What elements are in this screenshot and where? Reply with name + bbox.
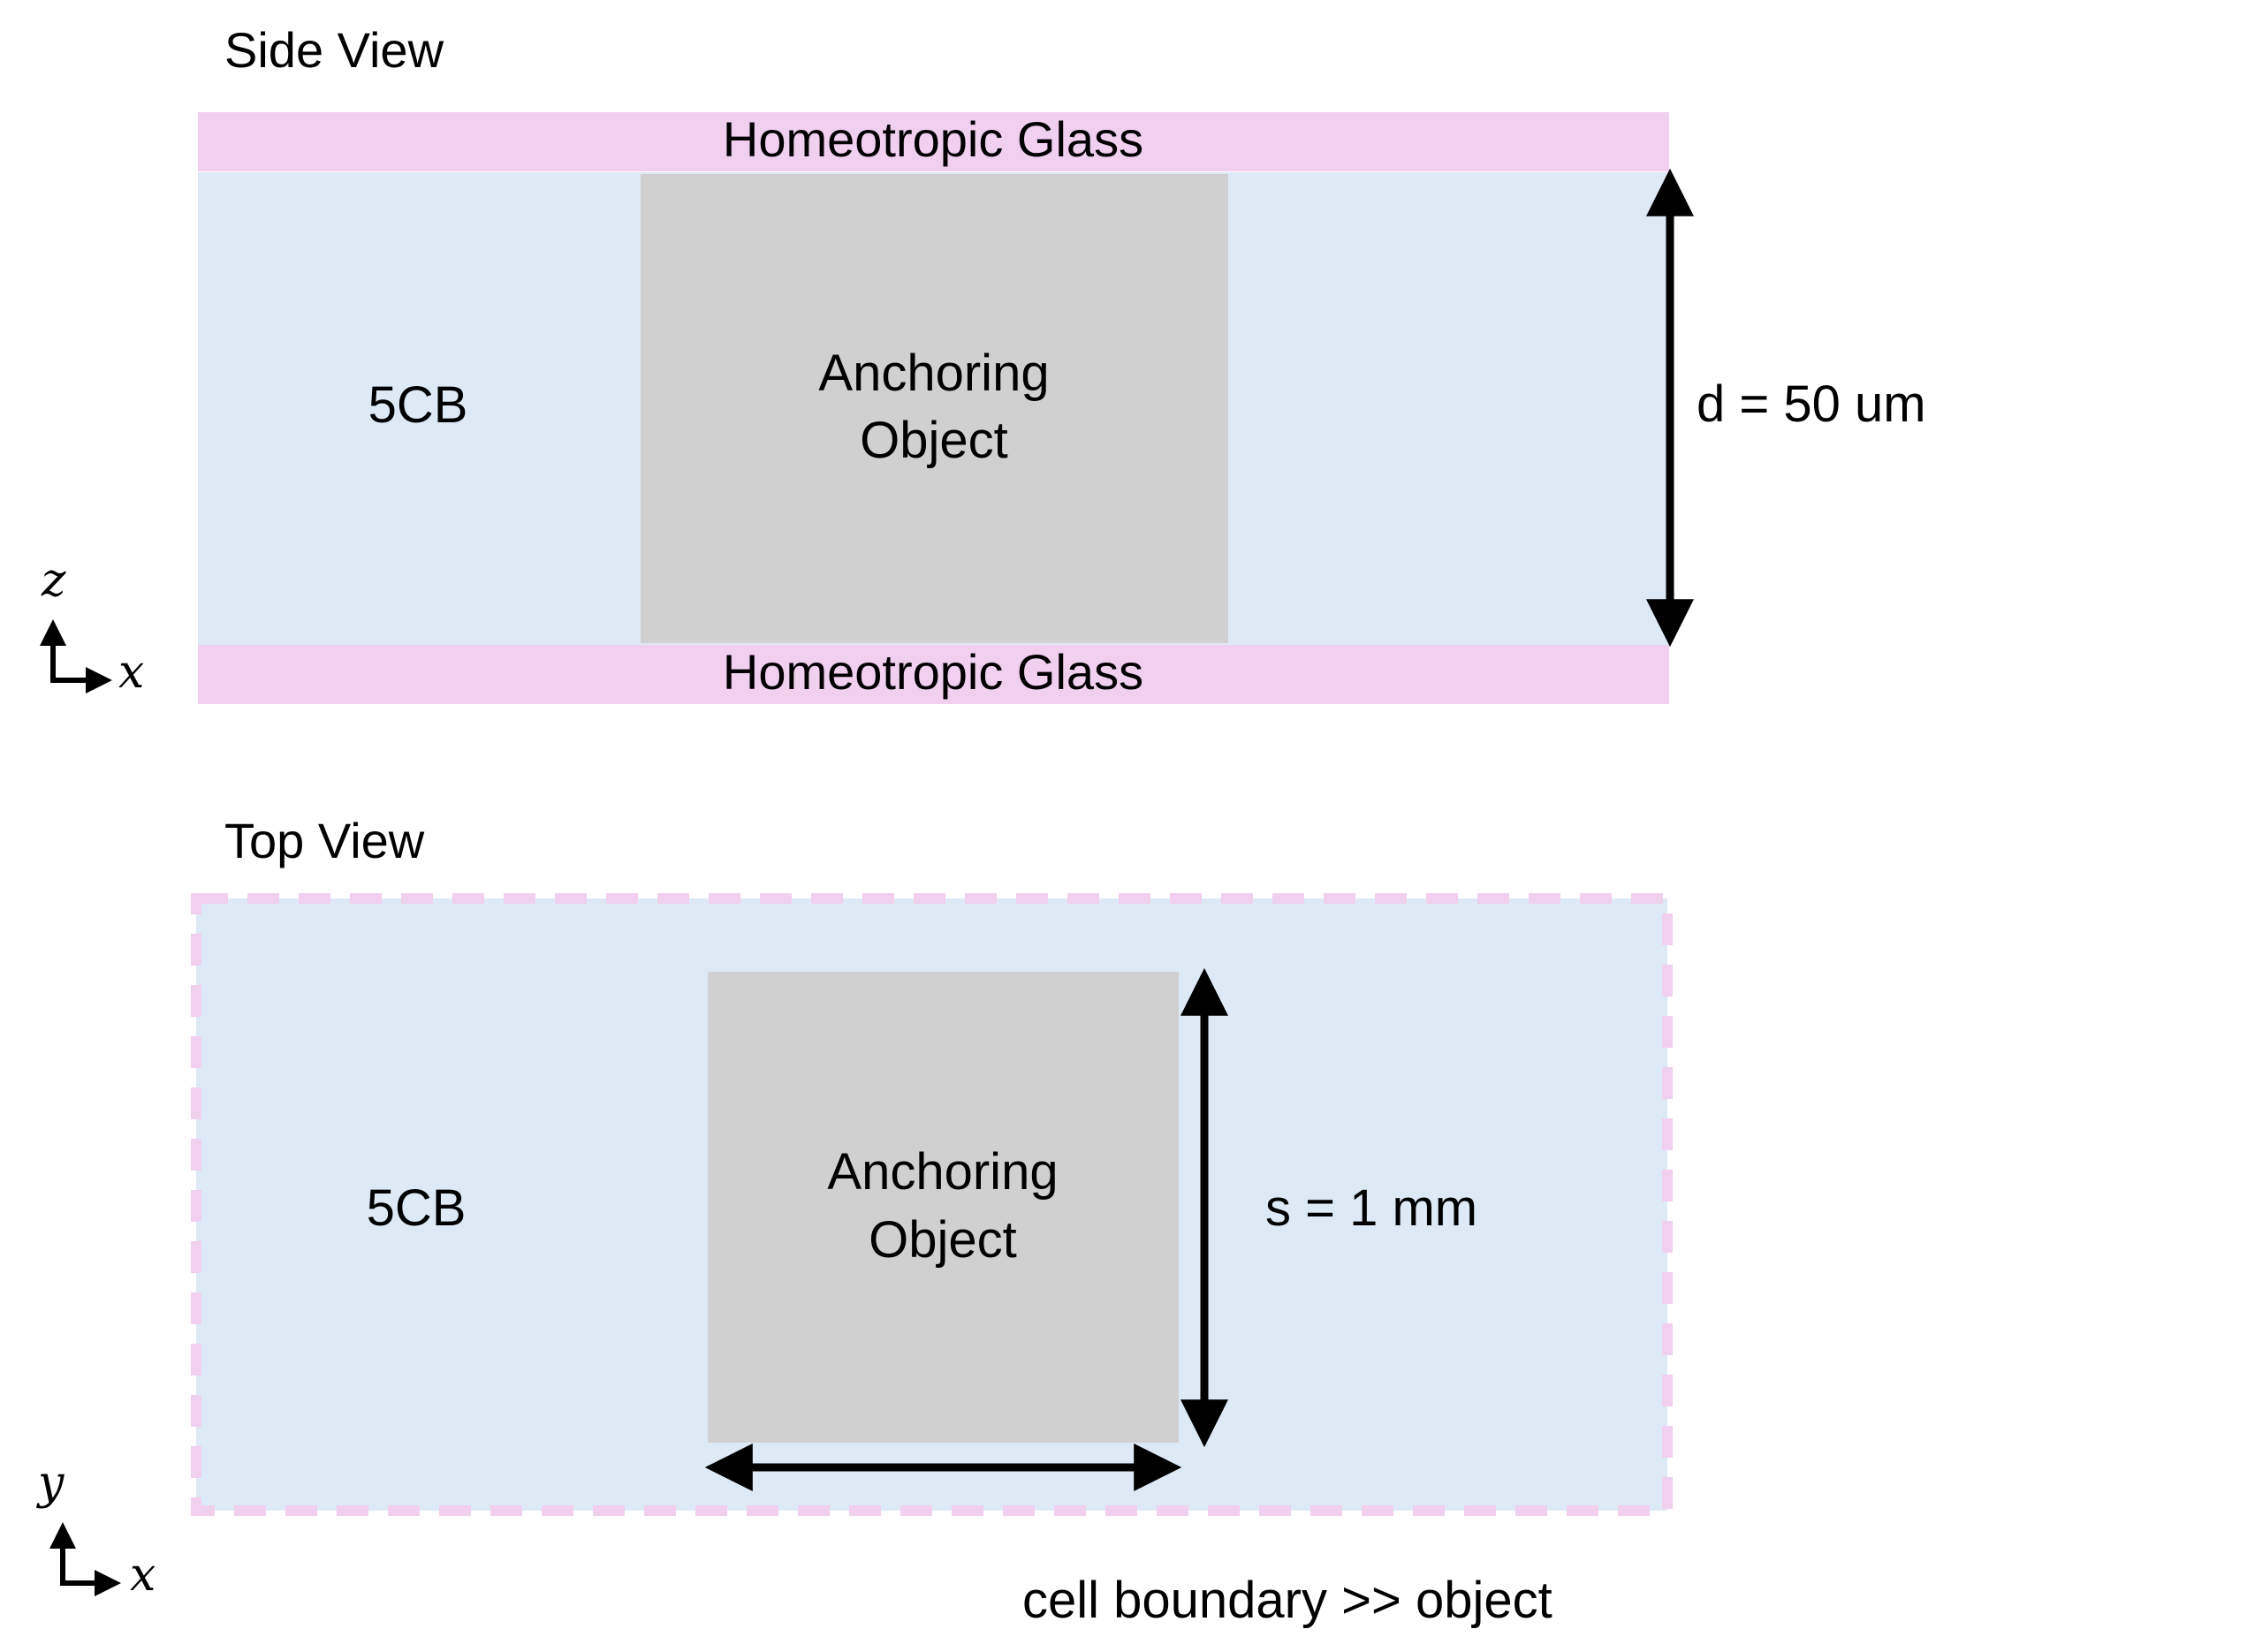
medium-label: 5CB: [367, 1179, 467, 1237]
z-axis-label: z: [41, 554, 66, 607]
x-axis-label: x: [130, 1549, 156, 1602]
top-view-title: Top View: [224, 813, 425, 868]
anchoring-object-label-line2: Object: [869, 1211, 1017, 1269]
top-glass: [198, 112, 1669, 171]
anchoring-object-label-line1: Anchoring: [818, 345, 1049, 402]
top-view: Top View Anchoring Object 5CB s = 1 mm c…: [36, 813, 1673, 1629]
thickness-label: d = 50 um: [1697, 375, 1926, 433]
y-axis-label: y: [36, 1457, 65, 1510]
anchoring-object-label-line2: Object: [860, 412, 1008, 469]
anchoring-object: [708, 972, 1179, 1443]
top-glass-label: Homeotropic Glass: [723, 111, 1143, 167]
medium-label: 5CB: [368, 376, 468, 434]
size-label: s = 1 mm: [1265, 1179, 1477, 1237]
anchoring-object-label-line1: Anchoring: [827, 1143, 1058, 1201]
x-axis-label: x: [118, 646, 144, 699]
boundary-note: cell boundary >> object: [1022, 1572, 1552, 1629]
side-axis-indicator: z x: [40, 554, 144, 699]
side-view: Side View Homeotropic Glass Homeotropic …: [40, 22, 1926, 704]
side-view-title: Side View: [224, 22, 444, 78]
top-axis-indicator: y x: [36, 1457, 156, 1602]
anchoring-object: [641, 174, 1228, 643]
bottom-glass-label: Homeotropic Glass: [723, 644, 1143, 700]
cell-boundary: [191, 893, 1673, 1516]
bottom-glass: [198, 645, 1669, 704]
